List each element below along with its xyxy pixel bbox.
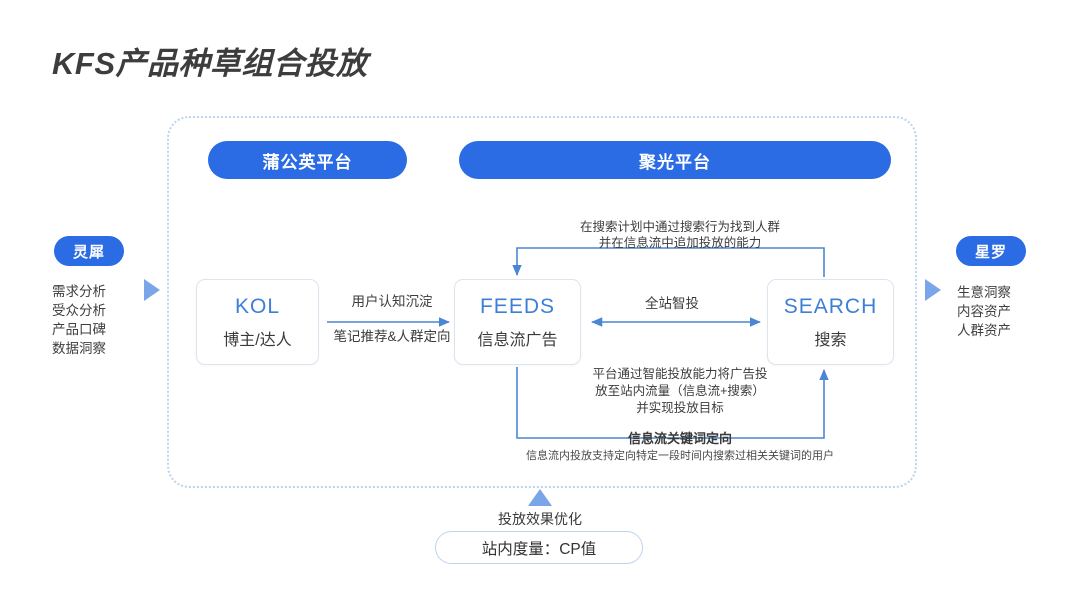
node-feeds[interactable]: FEEDS 信息流广告 <box>454 279 581 365</box>
node-kol[interactable]: KOL 博主/达人 <box>196 279 319 365</box>
edge-label-smart-delivery-line3: 并实现投放目标 <box>636 401 724 415</box>
node-feeds-subtitle: 信息流广告 <box>477 331 558 349</box>
platform-pill-spotlight[interactable]: 聚光平台 <box>459 141 891 179</box>
node-search-subtitle: 搜索 <box>814 331 847 349</box>
side-list-lingxi-item-0: 需求分析 <box>52 284 106 299</box>
label-delivery-optimization: 投放效果优化 <box>498 511 582 527</box>
edge-label-smart-delivery-note: 平台通过智能投放能力将广告投 放至站内流量（信息流+搜索） 并实现投放目标 <box>555 366 805 417</box>
side-list-xingluo-item-0: 生意洞察 <box>957 285 1011 300</box>
edge-label-all-site-smart-delivery: 全站智投 <box>645 296 699 311</box>
arrow-triangle-right-icon <box>925 279 941 301</box>
page-title: KFS产品种草组合投放 <box>52 46 368 81</box>
edge-label-kol-to-feeds-top: 用户认知沉淀 <box>351 294 433 309</box>
side-list-xingluo-item-1: 内容资产 <box>957 304 1011 319</box>
arrow-triangle-up-icon <box>528 489 552 506</box>
edge-label-keyword-targeting-title: 信息流关键词定向 <box>627 431 732 446</box>
edge-label-smart-delivery-line2: 放至站内流量（信息流+搜索） <box>595 384 765 398</box>
edge-label-keyword-targeting-sub: 信息流内投放支持定向特定一段时间内搜索过相关关键词的用户 <box>526 450 834 462</box>
edge-label-search-to-feeds-note-line2: 并在信息流中追加投放的能力 <box>598 236 762 250</box>
node-kol-title: KOL <box>234 294 281 318</box>
side-list-lingxi-item-3: 数据洞察 <box>52 341 106 356</box>
arrow-triangle-right-icon <box>144 279 160 301</box>
metric-pill-onsite-measurement[interactable]: 站内度量：CP值 <box>435 531 643 564</box>
edge-label-smart-delivery-line1: 平台通过智能投放能力将广告投 <box>592 367 768 381</box>
edge-label-search-to-feeds-note-line1: 在搜索计划中通过搜索行为找到人群 <box>579 220 780 234</box>
side-list-lingxi-item-1: 受众分析 <box>52 303 106 318</box>
node-feeds-title: FEEDS <box>479 294 555 318</box>
node-search-title: SEARCH <box>783 294 878 318</box>
platform-pill-dandelion[interactable]: 蒲公英平台 <box>208 141 407 179</box>
side-pill-xingluo[interactable]: 星罗 <box>956 236 1026 266</box>
side-list-xingluo-item-2: 人群资产 <box>957 323 1011 338</box>
side-list-lingxi: 需求分析 受众分析 产品口碑 数据洞察 <box>52 282 106 358</box>
side-pill-lingxi[interactable]: 灵犀 <box>54 236 124 266</box>
edge-label-search-to-feeds-note: 在搜索计划中通过搜索行为找到人群 并在信息流中追加投放的能力 <box>520 219 840 251</box>
side-list-lingxi-item-2: 产品口碑 <box>52 322 106 337</box>
side-list-xingluo: 生意洞察 内容资产 人群资产 <box>957 283 1011 340</box>
edge-label-kol-to-feeds-bottom: 笔记推荐&人群定向 <box>333 329 451 344</box>
node-search[interactable]: SEARCH 搜索 <box>767 279 894 365</box>
node-kol-subtitle: 博主/达人 <box>223 331 292 349</box>
